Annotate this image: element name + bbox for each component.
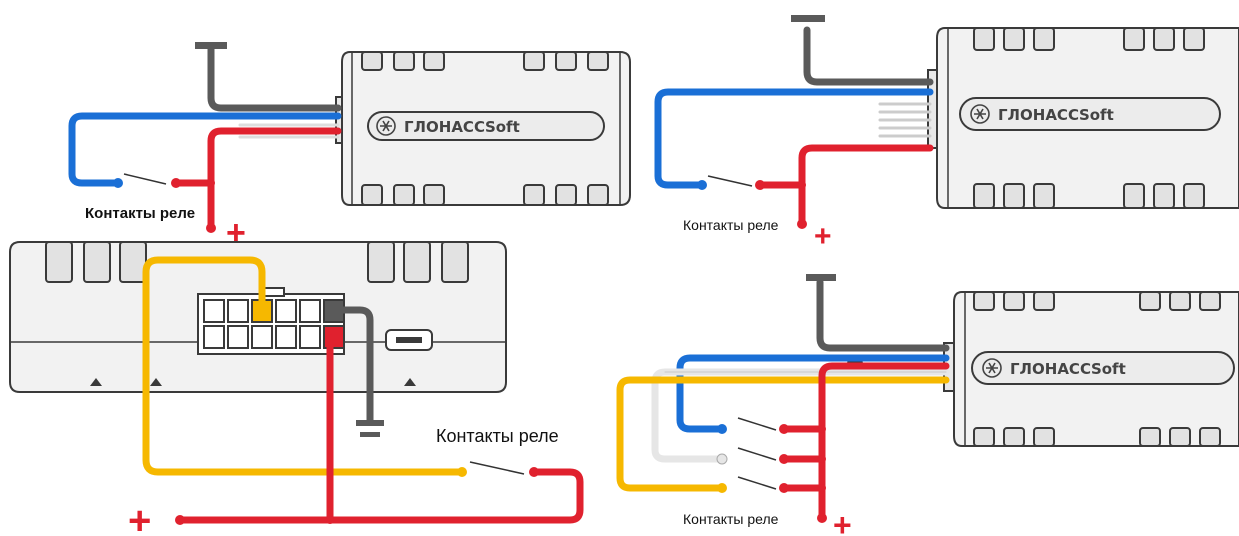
junction (207, 179, 215, 187)
relay-switch (707, 175, 753, 187)
junction (326, 516, 334, 524)
relay-contact-blue (697, 180, 707, 190)
relay-contact-white (716, 453, 728, 465)
device-top-right: ГЛОНАССSoft (927, 27, 1239, 209)
relay-label: Контакты реле (683, 217, 779, 233)
plus-sign: + (833, 507, 852, 536)
device-top-left: ГЛОНАССSoft (335, 51, 631, 206)
relay-label: Контакты реле (85, 205, 195, 222)
relay-switch (469, 461, 525, 475)
diagram-top-left: ГЛОНАССSoft − Контакты реле + (68, 42, 631, 252)
diagram-bottom-left: Контакты реле + (9, 241, 584, 536)
relay-contact-blue (717, 424, 727, 434)
device-bottom-right: ГЛОНАССSoft (943, 291, 1239, 447)
wires-bottom-left (142, 256, 584, 524)
relay-label: Контакты реле (436, 426, 559, 446)
brand-label: ГЛОНАССSoft (404, 118, 520, 136)
brand-label: ГЛОНАССSoft (1010, 360, 1126, 378)
relay-switch (123, 173, 167, 185)
relay-contact-blue (113, 178, 123, 188)
power-terminal (206, 223, 216, 233)
device-bottom-left (9, 241, 507, 393)
relay-label: Контакты реле (683, 511, 779, 527)
power-terminal (797, 219, 807, 229)
plus-sign: + (128, 499, 151, 536)
relay-contacts-red (779, 424, 826, 493)
wires-top-left (68, 44, 342, 232)
ground-symbol-icon (791, 15, 825, 22)
power-terminal (175, 515, 185, 525)
wires-bottom-right (616, 278, 950, 522)
wires-top-right (654, 26, 934, 228)
ground-symbol-icon (806, 274, 836, 281)
diagram-top-right: ГЛОНАССSoft Контакты реле + (654, 15, 1239, 253)
relay-switches (737, 417, 777, 490)
junction (798, 181, 806, 189)
plus-sign: + (814, 220, 832, 253)
usb-port-icon (385, 329, 433, 351)
ground-symbol-icon (356, 420, 384, 426)
relay-contact-red (529, 467, 539, 477)
relay-contact-yellow (457, 467, 467, 477)
ground-symbol-icon (195, 42, 227, 49)
relay-contact-red (755, 180, 765, 190)
brand-label: ГЛОНАССSoft (998, 106, 1114, 124)
relay-contact-red (171, 178, 181, 188)
relay-contact-yellow (717, 483, 727, 493)
power-terminal (817, 513, 827, 523)
diagram-bottom-right: ГЛОНАССSoft Контакты реле + (616, 274, 1239, 536)
